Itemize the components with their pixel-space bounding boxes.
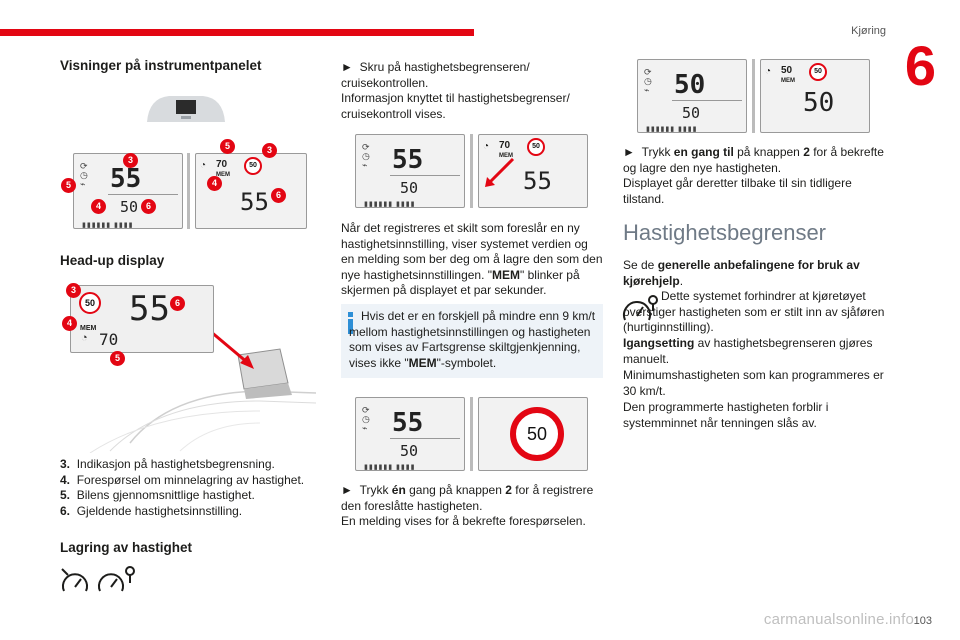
paragraph-register: ► Trykk én gang på knappen 2 for å regis… xyxy=(341,483,594,528)
legend-item: 5. Bilens gjennomsnittlige hastighet. xyxy=(60,488,255,502)
hud-sub-speed: 70 xyxy=(99,330,119,349)
fig4-sign: 50 xyxy=(809,63,827,81)
display-right-speed: 55 xyxy=(240,188,269,216)
callout-4-right: 4 xyxy=(207,176,222,191)
callout-3-right: 3 xyxy=(262,143,277,158)
hud-screen: 50 55 MEM ◔ 70 xyxy=(70,285,214,353)
heading-instrument-panel: Visninger på instrumentpanelet xyxy=(60,58,262,73)
page-number: 103 xyxy=(913,615,932,627)
legend-item: 3. Indikasjon på hastighetsbegrensning. xyxy=(60,457,275,471)
callout-6: 6 xyxy=(141,199,156,214)
info-icon xyxy=(347,312,354,334)
hud-callout-4: 4 xyxy=(62,316,77,331)
fig3-main-speed: 55 xyxy=(392,408,424,438)
fig2-suggested: 70 xyxy=(499,140,511,151)
paragraph-memory: Den programmerte hastigheten forblir i s… xyxy=(623,400,829,430)
fig2-main-speed: 55 xyxy=(392,145,424,175)
callout-5-right: 5 xyxy=(220,139,235,154)
instrument-display-right: ◔ 70 MEM 50 55 xyxy=(195,153,307,229)
hud-main-speed: 55 xyxy=(129,289,170,329)
speed-memory-icons xyxy=(60,565,140,597)
section-title: Kjøring xyxy=(851,25,886,37)
speed-sign-small: 50 xyxy=(244,157,262,175)
paragraph-confirm: ► Trykk en gang til på knappen 2 for å b… xyxy=(623,145,884,206)
paragraph-switch-on: ► Skru på hastighetsbegrenseren/ cruisek… xyxy=(341,60,570,121)
header-red-bar xyxy=(0,29,474,36)
figure-legend: 3. Indikasjon på hastighetsbegrensning. … xyxy=(60,457,320,519)
paragraph-recommendations: Se de generelle anbefalingene for bruk a… xyxy=(623,258,860,288)
fig3-sub-speed: 50 xyxy=(400,442,419,460)
info-text: Hvis det er en forskjell på mindre enn 9… xyxy=(349,309,596,370)
paragraph-mem: Når det registreres et skilt som foreslå… xyxy=(341,221,603,297)
hud-gauge-icon: ◔ xyxy=(81,332,88,344)
legend-item: 6. Gjeldende hastighetsinnstilling. xyxy=(60,503,243,518)
callout-3: 3 xyxy=(123,153,138,168)
fig2-display-left: ⟳◷⌁ 55 50 ▮▮▮▮▮▮ ▮▮▮▮ xyxy=(355,134,465,208)
fig4-display-right: ◔ 50 MEM 50 50 xyxy=(760,59,870,133)
instrument-panel-icon xyxy=(143,92,229,126)
paragraph-system: Dette systemet forhindrer at kjøretøyet … xyxy=(623,289,885,334)
hud-callout-3: 3 xyxy=(66,283,81,298)
fig2-display-right: ◔ 70 MEM 50 55 xyxy=(478,134,588,208)
fig4-right-speed: 50 xyxy=(803,88,835,118)
hud-callout-5: 5 xyxy=(110,351,125,366)
fig3-display-right: 50 xyxy=(478,397,588,471)
callout-6-right: 6 xyxy=(271,188,286,203)
chapter-number: 6 xyxy=(904,34,936,97)
speed-limiter-icon xyxy=(622,294,658,324)
display-sub-speed: 50 xyxy=(120,198,139,216)
callout-4: 4 xyxy=(91,199,106,214)
heading-lagring: Lagring av hastighet xyxy=(60,540,193,555)
fig2-sub-speed: 50 xyxy=(400,179,419,197)
fig4-display-left: ⟳◷⌁ 50 50 ▮▮▮▮▮▮ ▮▮▮▮ xyxy=(637,59,747,133)
fig3-speed-sign: 50 xyxy=(510,407,564,461)
heading-hastighetsbegrenser: Hastighetsbegrenser xyxy=(623,220,827,245)
fig2-sign: 50 xyxy=(527,138,545,156)
hud-illustration: 50 55 MEM ◔ 70 3 6 4 5 xyxy=(60,283,320,453)
speedometer-symbol-icon: ⟳◷⌁ xyxy=(80,161,88,189)
fig4-main-speed: 50 xyxy=(674,70,706,100)
fig4-sub-speed: 50 xyxy=(682,104,701,122)
speedometer-memory-icon xyxy=(61,568,88,592)
heading-head-up-display: Head-up display xyxy=(60,253,165,268)
display-main-speed: 55 xyxy=(110,164,142,194)
info-box: Hvis det er en forskjell på mindre enn 9… xyxy=(341,304,603,378)
speed-gauge-icon: ◔ xyxy=(200,160,207,171)
fig4-suggested: 50 xyxy=(781,65,793,76)
fig2-right-speed: 55 xyxy=(523,167,552,195)
watermark: carmanualsonline.info xyxy=(763,611,914,628)
fig3-display-left: ⟳◷⌁ 55 50 ▮▮▮▮▮▮ ▮▮▮▮ xyxy=(355,397,465,471)
speedometer-limit-icon xyxy=(98,566,135,592)
paragraph-minimum: Minimumshastigheten som kan programmeres… xyxy=(623,368,884,398)
mem-label: MEM xyxy=(216,172,230,178)
display-dots: ▮▮▮▮▮▮ ▮▮▮▮ xyxy=(82,222,134,229)
callout-5: 5 xyxy=(61,178,76,193)
hud-mem-label: MEM xyxy=(80,325,97,332)
paragraph-igangsetting: Igangsetting av hastighetsbegrenseren gj… xyxy=(623,336,873,366)
legend-item: 4. Forespørsel om minnelagring av hastig… xyxy=(60,472,305,487)
display-suggested-speed: 70 xyxy=(216,159,228,170)
hud-speed-sign: 50 xyxy=(79,292,101,314)
hud-callout-6: 6 xyxy=(170,296,185,311)
